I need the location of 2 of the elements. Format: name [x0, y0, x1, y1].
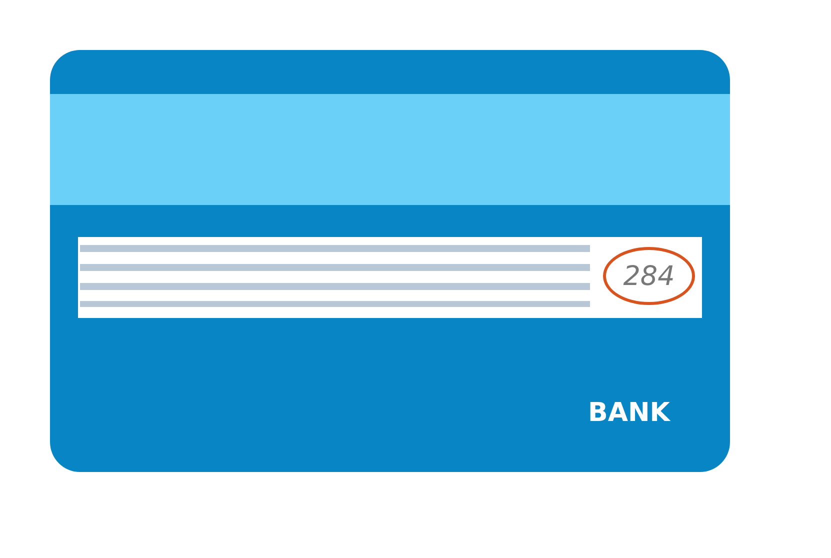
security-code: 284: [603, 247, 695, 305]
bank-name: BANK: [588, 397, 670, 430]
